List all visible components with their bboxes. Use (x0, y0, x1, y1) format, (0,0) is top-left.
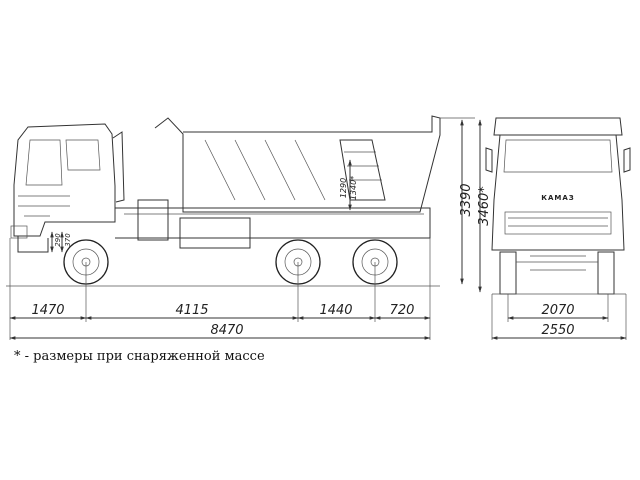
dim-overall-width: 2550 (541, 323, 574, 338)
dim-overall-length: 8470 (210, 323, 243, 338)
dim-box-height-curb: 1340* (349, 176, 358, 200)
side-view (10, 115, 441, 253)
dimension-lines (9, 117, 627, 340)
dim-axle-left: 290 (54, 233, 62, 247)
dim-height-curb: 3460* (477, 186, 492, 226)
dump-body (154, 115, 441, 213)
curb-weight-footnote: * - размеры при снаряженной массе (14, 349, 265, 364)
dim-rear-track: 2070 (541, 303, 574, 318)
front-cab (491, 134, 625, 251)
cab-outline (13, 123, 116, 237)
dim-overall-height: 3390 (459, 183, 474, 216)
brand-badge: КАМАЗ (541, 194, 575, 202)
dim-front-overhang: 1470 (31, 303, 64, 318)
dim-wheelbase-rear: 1440 (319, 303, 352, 318)
front-box (493, 117, 623, 136)
dim-rear-overhang: 720 (390, 303, 415, 318)
dim-axle-right: 370 (64, 233, 72, 247)
dim-wheelbase-first: 4115 (175, 303, 208, 318)
front-view (485, 117, 631, 295)
dim-box-height: 1290 (339, 178, 348, 198)
